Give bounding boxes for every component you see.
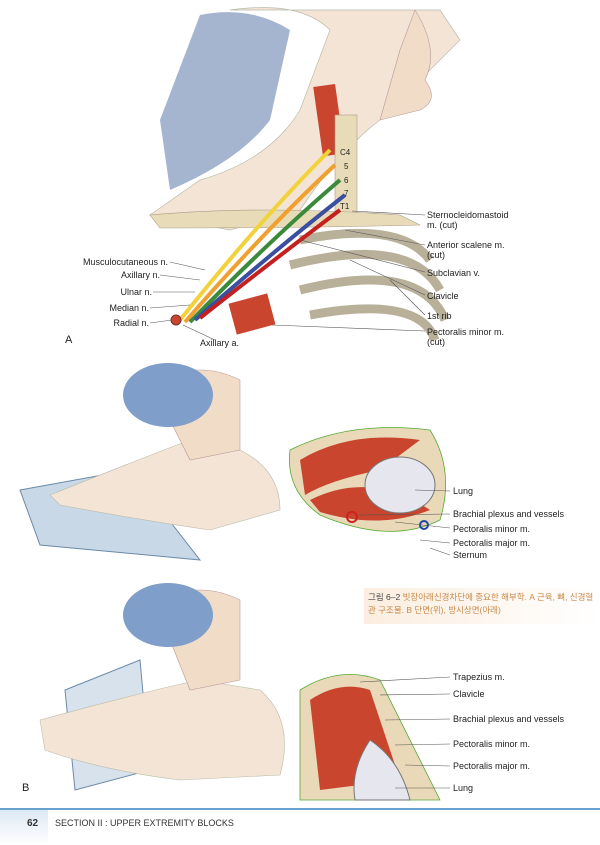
figure-caption: 그림 6–2 빗장아래신경차단에 중요한 해부학. A 근육, 뼈, 신경혈관 … — [364, 588, 600, 624]
label-pectoralis-minor-b: Pectoralis minor m. — [453, 739, 531, 749]
label-median-n: Median n. — [109, 303, 149, 313]
vertebra-label: T1 — [340, 202, 350, 211]
label-pectoralis-major: Pectoralis major m. — [453, 538, 531, 548]
label-axillary-a: Axillary a. — [200, 338, 240, 348]
figure-b-lower-illustration — [39, 583, 451, 801]
label-clavicle: Clavicle — [427, 291, 459, 301]
page-number: 62 — [27, 818, 39, 829]
label-lung: Lung — [453, 486, 474, 496]
footer-tab — [0, 810, 48, 845]
figure-b-upper-illustration — [19, 363, 451, 561]
panel-label-b: B — [22, 782, 30, 794]
footer-rule — [0, 808, 600, 810]
label-pectoralis-major-b: Pectoralis major m. — [453, 761, 531, 771]
vertebra-label: 7 — [344, 189, 349, 198]
label-anterior-scalene: Anterior scalene m. (cut) — [427, 240, 505, 260]
section-title: SECTION II : UPPER EXTREMITY BLOCKS — [55, 818, 234, 828]
label-subclavian-v: Subclavian v. — [427, 268, 480, 278]
vertebra-label: 6 — [344, 176, 349, 185]
figure-a-illustration — [149, 7, 461, 342]
label-sternocleidomastoid: Sternocleidomastoid m. (cut) — [427, 210, 509, 230]
figure-number: 그림 6–2 — [368, 592, 401, 602]
caption-text: 빗장아래신경차단에 중요한 해부학. A 근육, 뼈, 신경혈관 구조물. B … — [368, 592, 594, 615]
label-brachial-plexus-b: Brachial plexus and vessels — [453, 714, 565, 724]
label-ulnar-n: Ulnar n. — [120, 287, 152, 297]
vertebra-label: C4 — [340, 148, 351, 157]
label-pectoralis-minor-cut: Pectoralis minor m. (cut) — [427, 327, 505, 347]
label-axillary-n: Axillary n. — [120, 270, 160, 280]
label-radial-n: Radial n. — [113, 318, 149, 328]
vertebra-label: 5 — [344, 162, 349, 171]
label-sternum: Sternum — [453, 550, 488, 560]
panel-label-a: A — [65, 334, 73, 346]
label-clavicle-b: Clavicle — [453, 689, 485, 699]
label-brachial-plexus: Brachial plexus and vessels — [453, 509, 565, 519]
label-pectoralis-minor: Pectoralis minor m. — [453, 524, 531, 534]
label-1st-rib: 1st rib — [427, 311, 452, 321]
label-musculocutaneous: Musculocutaneous n. — [82, 257, 168, 267]
label-trapezius: Trapezius m. — [453, 672, 505, 682]
label-lung-b: Lung — [453, 783, 474, 793]
